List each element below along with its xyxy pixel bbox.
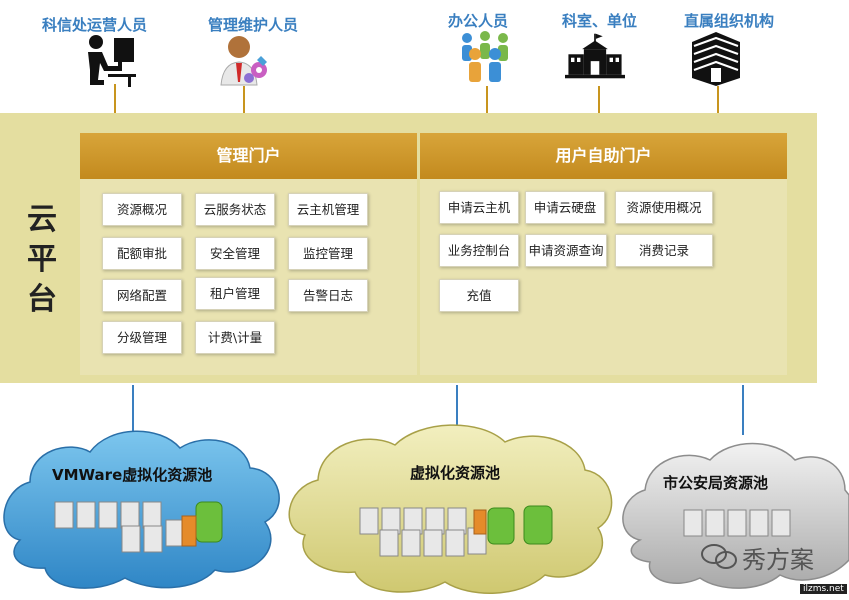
police-pool-label: 市公安局资源池 [663, 474, 768, 492]
item-consumption-record[interactable]: 消费记录 [615, 234, 713, 267]
line-to-virtual-pool [456, 385, 458, 425]
self-service-portal-title: 用户自助门户 [420, 133, 787, 179]
item-resource-usage-overview[interactable]: 资源使用概况 [615, 191, 713, 224]
watermark-text: 秀方案 [742, 546, 814, 574]
item-tenant-management[interactable]: 租户管理 [195, 277, 275, 310]
item-resource-overview[interactable]: 资源概况 [102, 193, 182, 226]
item-cloud-host-management[interactable]: 云主机管理 [288, 193, 368, 226]
office-people-icon [462, 31, 508, 82]
item-apply-cloud-host[interactable]: 申请云主机 [439, 191, 519, 224]
resource-pools: VMWare虚拟化资源池 虚拟化资源池 市公安局资源池 [3, 424, 849, 594]
role-label-office: 办公人员 [448, 12, 509, 30]
storage-disk-icon [181, 501, 223, 547]
school-building-icon [565, 33, 625, 79]
storage-disk-icon [473, 505, 553, 545]
item-business-console[interactable]: 业务控制台 [439, 234, 519, 267]
wechat-icon [701, 544, 737, 569]
item-cloud-service-status[interactable]: 云服务状态 [195, 193, 275, 226]
virtual-pool-label: 虚拟化资源池 [410, 464, 500, 482]
item-quota-approval[interactable]: 配额审批 [102, 237, 182, 270]
item-recharge[interactable]: 充值 [439, 279, 519, 312]
server-rack-icon [683, 509, 791, 537]
watermark-site: ilzms.net [800, 584, 847, 594]
watermark: 秀方案 [700, 540, 830, 574]
line-to-vmware-pool [132, 385, 134, 431]
role-label-department: 科室、单位 [562, 12, 638, 30]
role-label-maintenance: 管理维护人员 [208, 16, 299, 34]
item-apply-resource-query[interactable]: 申请资源查询 [525, 234, 607, 267]
item-monitoring-management[interactable]: 监控管理 [288, 237, 368, 270]
role-label-operator: 科信处运营人员 [42, 16, 148, 34]
item-security-management[interactable]: 安全管理 [195, 237, 275, 270]
management-portal-title: 管理门户 [80, 133, 417, 179]
vmware-pool-label: VMWare虚拟化资源池 [52, 466, 212, 484]
server-rack-icon [54, 501, 185, 553]
maintenance-person-icon [220, 36, 267, 86]
operator-computer-icon [88, 35, 136, 87]
vmware-pool-cloud: VMWare虚拟化资源池 [3, 430, 280, 589]
role-label-organization: 直属组织机构 [684, 12, 775, 30]
item-apply-cloud-disk[interactable]: 申请云硬盘 [525, 191, 605, 224]
item-hierarchical-management[interactable]: 分级管理 [102, 321, 182, 354]
line-to-police-pool [742, 385, 744, 435]
item-alarm-log[interactable]: 告警日志 [288, 279, 368, 312]
server-building-icon [692, 32, 740, 86]
item-network-config[interactable]: 网络配置 [102, 279, 182, 312]
item-billing-metering[interactable]: 计费\计量 [195, 321, 275, 354]
platform-label: 云平台 [27, 202, 57, 317]
